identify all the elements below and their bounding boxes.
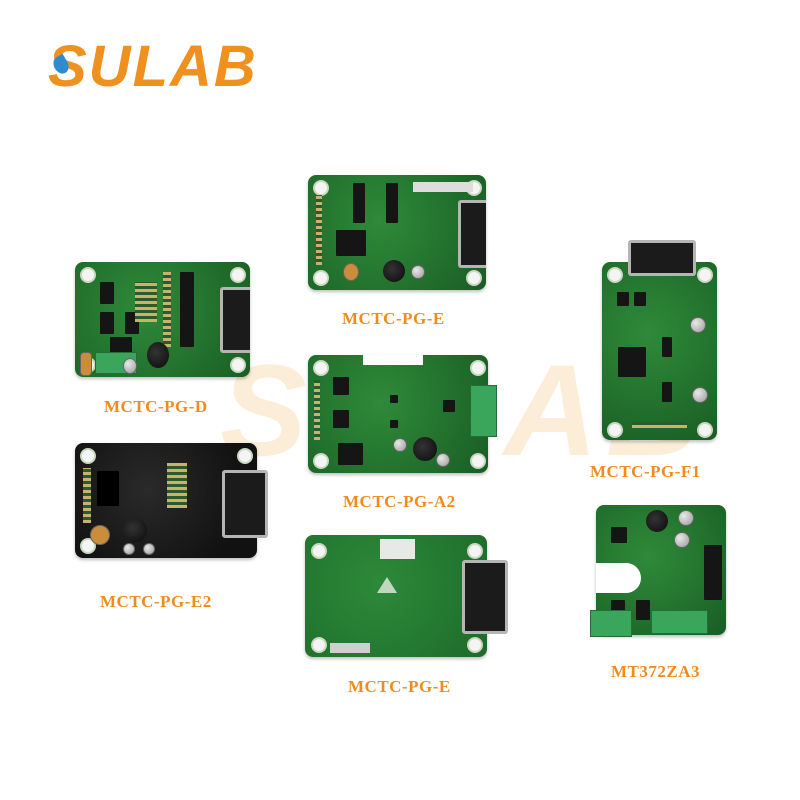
pcb-board-image: [75, 262, 250, 377]
pcb-board-image: [75, 443, 257, 558]
product-label: MCTC-PG-E: [342, 309, 445, 328]
pcb-board-image: [602, 262, 717, 440]
pcb-board-image: [308, 355, 488, 473]
product-label: MCTC-PG-F1: [590, 462, 701, 481]
product-label: MCTC-PG-E2: [100, 592, 212, 611]
pcb-board-image: [308, 175, 486, 290]
db9-connector: [462, 560, 508, 634]
product-label: MCTC-PG-A2: [343, 492, 456, 511]
db9-connector: [628, 240, 696, 276]
db9-connector: [222, 470, 268, 538]
product-label: MT372ZA3: [611, 662, 700, 681]
logo-text: SULAB: [48, 34, 258, 99]
terminal-block: [470, 385, 497, 437]
product-label: MCTC-PG-D: [104, 397, 208, 416]
terminal-block: [590, 610, 632, 637]
product-label: MCTC-PG-E: [348, 677, 451, 696]
pcb-board-image: [305, 535, 487, 657]
